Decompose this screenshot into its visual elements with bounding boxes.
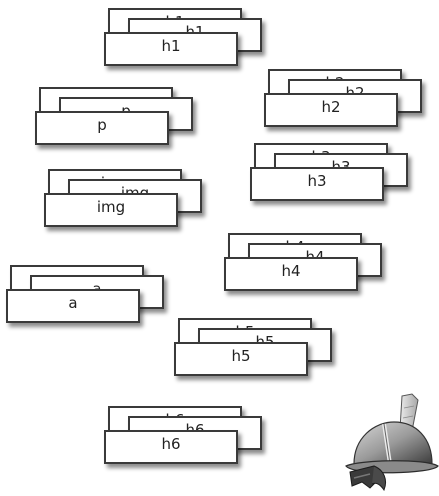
- card-front[interactable]: h2: [264, 93, 398, 127]
- card-front[interactable]: img: [44, 193, 178, 227]
- card-front[interactable]: h3: [250, 167, 384, 201]
- card-front[interactable]: h1: [104, 32, 238, 66]
- card-front[interactable]: h4: [224, 257, 358, 291]
- card-front[interactable]: p: [35, 111, 169, 145]
- hard-hat-hammer-icon: [340, 392, 439, 496]
- card-front[interactable]: h6: [104, 430, 238, 464]
- card-front[interactable]: h5: [174, 342, 308, 376]
- card-front[interactable]: a: [6, 289, 140, 323]
